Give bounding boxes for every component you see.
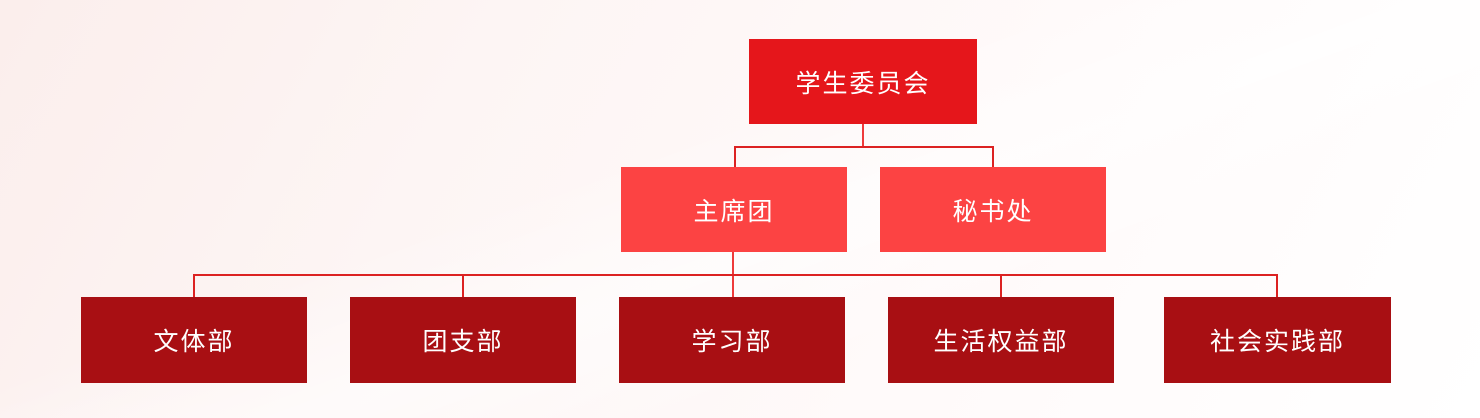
connector-drop-social-practice xyxy=(1276,274,1278,297)
connector-drop-life-rights xyxy=(1000,274,1002,297)
connector-level3-horizontal xyxy=(193,274,1278,276)
org-node-presidium: 主席团 xyxy=(621,167,847,252)
connector-drop-league-branch xyxy=(462,274,464,297)
org-node-dept-social-practice: 社会实践部 xyxy=(1164,297,1391,383)
connector-drop-presidium xyxy=(734,146,736,167)
connector-level2-horizontal xyxy=(734,146,994,148)
org-node-student-committee: 学生委员会 xyxy=(749,39,977,124)
connector-root-stem xyxy=(862,124,864,146)
connector-drop-secretariat xyxy=(992,146,994,167)
org-node-dept-league-branch: 团支部 xyxy=(350,297,576,383)
connector-drop-culture-sports xyxy=(193,274,195,297)
org-node-dept-life-rights: 生活权益部 xyxy=(888,297,1114,383)
org-node-dept-study: 学习部 xyxy=(619,297,845,383)
org-node-secretariat: 秘书处 xyxy=(880,167,1106,252)
org-node-dept-culture-sports: 文体部 xyxy=(81,297,307,383)
